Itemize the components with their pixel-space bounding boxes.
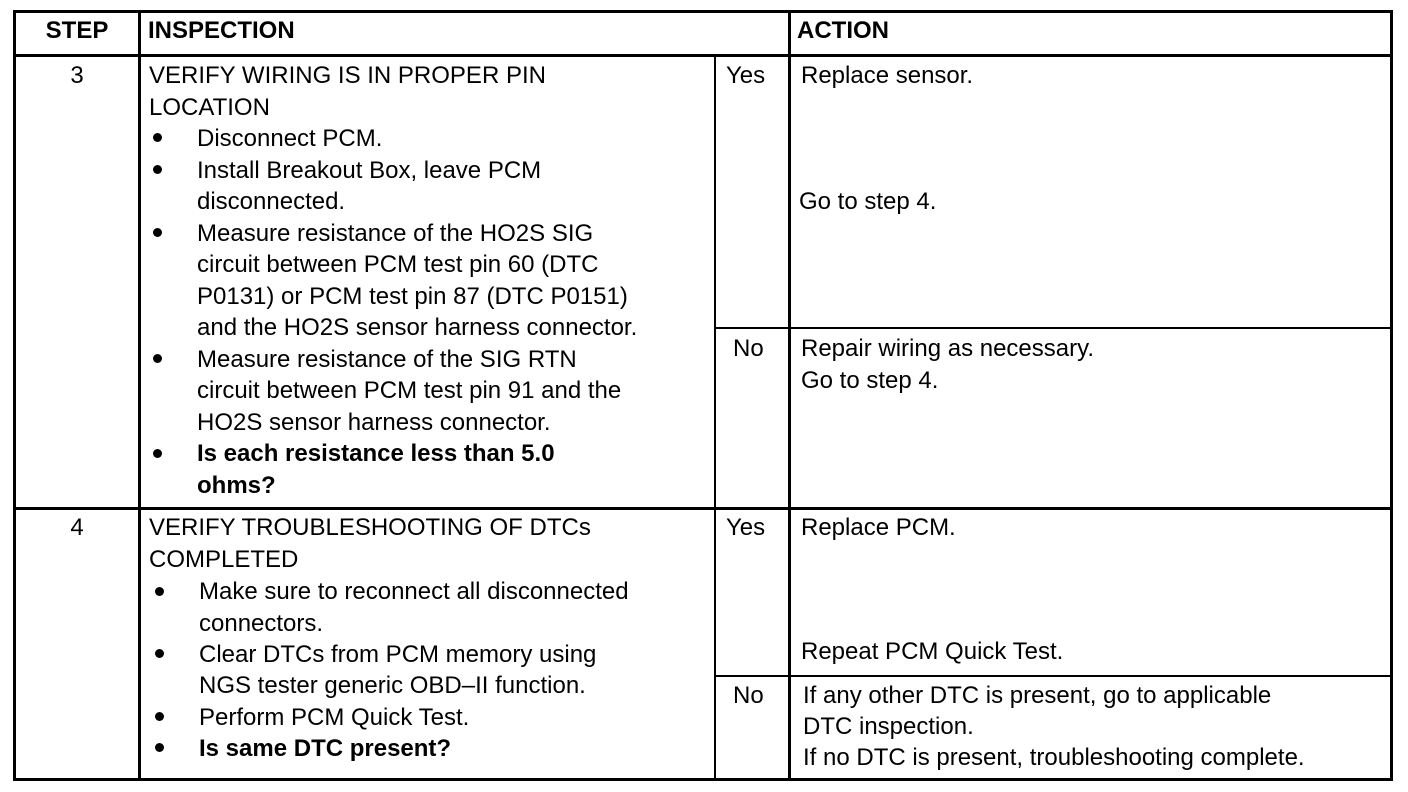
step-4-title-line-1: VERIFY TROUBLESHOOTING OF DTCs [149,514,591,541]
step-3-question-line-1: Is each resistance less than 5.0 [197,440,555,467]
step-4-bullet-2-line-2: NGS tester generic OBD–II function. [199,672,586,699]
step-4-no-action-1: If any other DTC is present, go to appli… [803,682,1272,709]
bullet-icon [153,165,162,174]
step-4-bullet-1-line-1: Make sure to reconnect all disconnected [199,578,629,605]
bullet-icon [155,587,164,596]
step-3-bullet-1: Disconnect PCM. [197,125,383,152]
step-3-bullet-4-line-1: Measure resistance of the SIG RTN [197,345,577,373]
step-3-bullet-3-line-1: Measure resistance of the HO2S SIG [197,219,594,247]
step-3-title-line-1: VERIFY WIRING IS IN PROPER PIN [149,62,546,89]
divider-header [13,54,1393,57]
bullet-icon [153,354,162,363]
step-3-yes-action-1: Replace sensor. [801,62,974,89]
bullet-icon [153,449,162,458]
step-4-no-label: No [733,682,764,709]
divider-inspection-action [788,10,791,781]
step-4-title-line-2: COMPLETED [149,545,299,573]
step-3-bullet-2-line-2: disconnected. [197,188,346,215]
divider-step-inspection [138,10,141,781]
step-3-yes-label: Yes [726,62,766,89]
divider-row4-yes-no [714,675,1393,677]
divider-row-3-4 [13,507,1393,510]
step-3-yes-action-2: Go to step 4. [799,188,937,215]
step-3-bullet-3-line-4: and the HO2S sensor harness connector. [197,314,638,341]
step-4-no-action-2: DTC inspection. [803,713,974,740]
header-inspection: INSPECTION [148,17,295,44]
step-4-yes-label: Yes [726,514,766,541]
step-4-question: Is same DTC present? [199,735,452,762]
step-4-bullet-3: Perform PCM Quick Test. [199,703,470,731]
divider-inspection-yesno [714,55,716,781]
step-3-bullet-3-line-2: circuit between PCM test pin 60 (DTC [197,251,599,278]
step-3-question-line-2: ohms? [197,471,276,499]
diagnostic-table [13,10,1393,781]
step-4-bullet-1-line-2: connectors. [199,609,324,637]
step-4-yes-action-1: Replace PCM. [801,514,956,541]
header-action: ACTION [797,17,889,44]
step-4-yes-action-2: Repeat PCM Quick Test. [801,638,1064,665]
step-number-4: 4 [70,514,84,541]
bullet-icon [155,649,164,658]
step-4-bullet-2-line-1: Clear DTCs from PCM memory using [199,640,597,668]
step-3-no-action-2: Go to step 4. [801,366,939,394]
step-3-no-action-1: Repair wiring as necessary. [801,335,1095,362]
bullet-icon [155,712,164,721]
step-3-bullet-4-line-3: HO2S sensor harness connector. [197,408,551,436]
bullet-icon [155,743,164,752]
step-4-no-action-3: If no DTC is present, troubleshooting co… [803,744,1305,771]
divider-row3-yes-no [714,327,1393,329]
step-3-no-label: No [733,335,764,362]
step-number-3: 3 [70,62,84,89]
step-3-bullet-2-line-1: Install Breakout Box, leave PCM [197,156,542,184]
bullet-icon [153,133,162,142]
step-3-bullet-3-line-3: P0131) or PCM test pin 87 (DTC P0151) [197,282,628,310]
bullet-icon [153,228,162,237]
step-3-bullet-4-line-2: circuit between PCM test pin 91 and the [197,377,622,404]
header-step: STEP [45,17,109,44]
step-3-title-line-2: LOCATION [149,93,270,121]
